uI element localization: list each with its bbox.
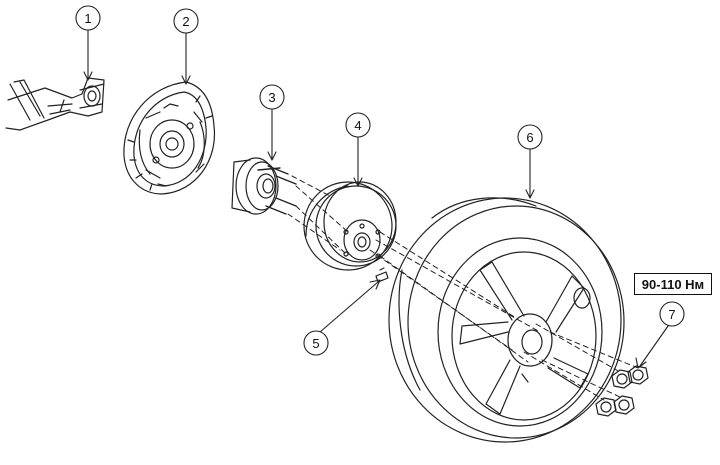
callout-circle-6 [517, 124, 543, 150]
callout-circle-2 [173, 8, 199, 34]
part-6-wheel-tire [388, 197, 625, 443]
callout-number-5: 5 [312, 336, 319, 351]
part-1-suspension-knuckle [5, 77, 105, 131]
assembly-dashed-lines [287, 175, 639, 401]
callout-leaders [83, 29, 669, 369]
part-3-wheel-hub [231, 157, 297, 215]
callout-number-7: 7 [668, 307, 675, 322]
callout-circle-7 [659, 301, 685, 327]
lug-nut [627, 365, 649, 385]
callout-number-6: 6 [526, 130, 533, 145]
lug-nut [613, 395, 635, 415]
callout-circles [75, 5, 685, 356]
callout-number-1: 1 [84, 11, 91, 26]
torque-spec-label: 90-110 Нм [634, 273, 712, 295]
part-7-lug-nuts [595, 365, 649, 417]
lug-nut [595, 397, 617, 417]
callout-circle-5 [303, 330, 329, 356]
part-4-brake-disc [303, 181, 397, 271]
callout-circle-4 [345, 112, 371, 138]
callout-number-4: 4 [354, 118, 361, 133]
callout-circle-1 [75, 5, 101, 31]
callout-number-2: 2 [182, 14, 189, 29]
callout-numbers: 1 2 3 4 5 6 7 [84, 11, 675, 351]
part-2-brake-backing-plate [123, 81, 216, 195]
callout-circle-3 [259, 84, 285, 110]
callout-number-3: 3 [268, 90, 275, 105]
